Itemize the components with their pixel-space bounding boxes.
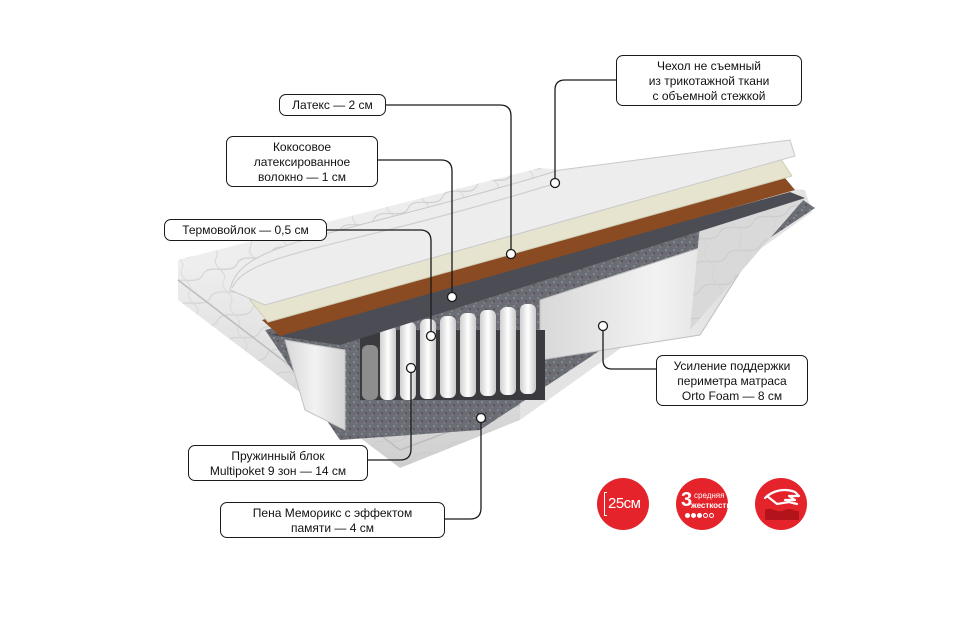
leader-cover — [554, 79, 616, 183]
callout-memory: Пена Мемορикс с эффектом памяти — 4 см — [220, 502, 445, 538]
callout-cover-line-2: из трикотажной ткани — [648, 74, 770, 88]
leader-coconut — [378, 159, 453, 297]
callout-springs-line-1: Пружинный блок — [231, 449, 325, 463]
callout-perimeter-line-3: Orto Foam — 8 см — [681, 389, 783, 403]
callout-coconut: Кокосовое латексированное волокно — 1 см — [226, 136, 378, 187]
leader-lines — [327, 79, 656, 520]
callout-cover-line-1: Чехол не съемный — [656, 59, 762, 73]
height-ruler-icon — [604, 492, 607, 516]
felt-layer — [270, 192, 805, 345]
leader-latex — [386, 104, 512, 254]
firmness-badge: 3 средняя жесткость — [676, 478, 732, 530]
callout-perimeter: Усиление поддержки периметра матраса Ort… — [656, 355, 808, 406]
callout-memory-line-2: памяти — 4 см — [290, 521, 375, 535]
memory-effect-badge — [755, 478, 807, 530]
callout-coconut-line-1: Кокосовое — [272, 140, 332, 154]
leader-memory — [445, 418, 482, 520]
firmness-line-2: жесткость — [691, 501, 732, 510]
callout-latex-line-1: Латекс — 2 см — [292, 98, 373, 112]
leader-perimeter — [602, 326, 656, 370]
callout-perimeter-line-2: периметра матраса — [677, 374, 787, 388]
firmness-dot — [709, 513, 714, 518]
callout-coconut-line-3: волокно — 1 см — [258, 170, 346, 184]
hand-icon — [763, 488, 801, 520]
firmness-dot — [691, 513, 696, 518]
callout-springs: Пружинный блок Multipoket 9 зон — 14 см — [188, 445, 368, 481]
callout-cover: Чехол не съемный из трикотажной ткани с … — [616, 55, 802, 106]
leader-felt — [327, 229, 432, 336]
callout-coconut-line-2: латексированное — [253, 155, 351, 169]
firmness-digit: 3 — [681, 489, 693, 511]
leader-dots — [405, 177, 609, 424]
firmness-dot — [685, 513, 690, 518]
height-value: 25см — [608, 495, 641, 512]
callout-latex: Латекс — 2 см — [279, 94, 386, 116]
height-badge: 25см — [597, 478, 649, 530]
leader-springs — [368, 368, 412, 461]
callout-cover-line-3: с объемной стежкой — [652, 89, 766, 103]
callout-felt: Термовойлок — 0,5 см — [164, 219, 327, 241]
callout-memory-line-1: Пена Мемορикс с эффектом — [252, 506, 413, 520]
callout-perimeter-line-1: Усиление поддержки — [673, 359, 791, 373]
firmness-dot — [703, 513, 708, 518]
foam-side-left — [284, 339, 346, 431]
coconut-layer — [262, 178, 795, 336]
firmness-dots — [685, 513, 714, 518]
callout-felt-line-1: Термовойлок — 0,5 см — [182, 223, 309, 237]
firmness-dot — [697, 513, 702, 518]
spring-block — [360, 304, 545, 400]
firmness-line-1: средняя — [694, 491, 725, 500]
cutaway-section — [229, 139, 815, 440]
cover-flap — [229, 139, 796, 306]
callout-springs-line-2: Multipoket 9 зон — 14 см — [209, 464, 347, 478]
